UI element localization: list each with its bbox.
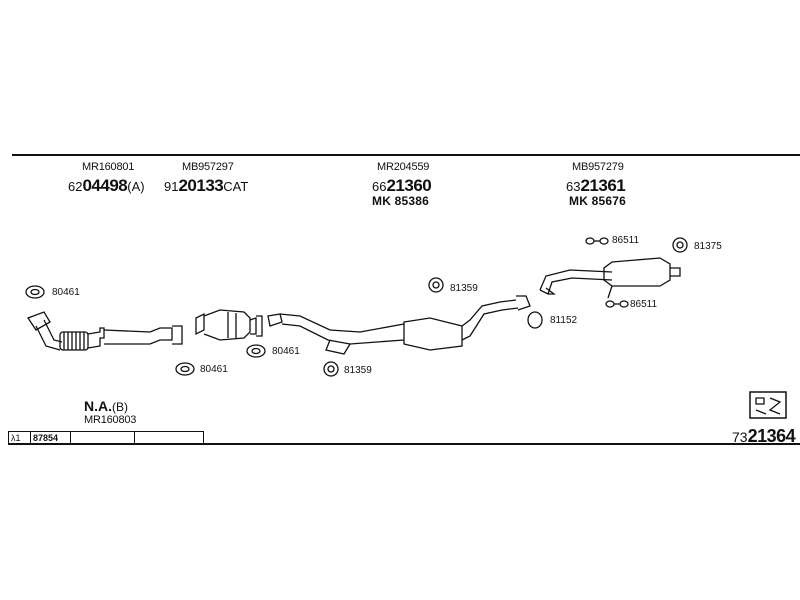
- label-81375: 81375: [694, 241, 722, 252]
- gasket-80461-middle-icon: [246, 344, 266, 358]
- label-80461-lower: 80461: [200, 364, 228, 375]
- part-mk-3: MK 85386: [372, 194, 429, 208]
- catalog-logo-icon: [749, 391, 787, 419]
- bottom-divider-line: [8, 443, 800, 445]
- hanger-81152-icon: [527, 311, 543, 329]
- part-ref-4: MB957279: [572, 161, 624, 173]
- label-81359-upper: 81359: [450, 283, 478, 294]
- label-80461-middle: 80461: [272, 346, 300, 357]
- rear-muffler-icon: [539, 257, 681, 299]
- hanger-86511-top-icon: [585, 237, 609, 245]
- set-code: 7321364: [732, 426, 796, 446]
- label-86511-bottom: 86511: [630, 299, 658, 310]
- part-ref-3: MR204559: [377, 161, 430, 173]
- part-mk-4: MK 85676: [569, 194, 626, 208]
- gasket-80461-lower-icon: [175, 362, 195, 376]
- label-80461-left: 80461: [52, 287, 80, 298]
- table-cell-code: 87854: [31, 432, 71, 444]
- part-number-3: 6621360: [372, 176, 432, 195]
- na-ref: MR160803: [84, 414, 137, 426]
- hanger-81359-lower-icon: [323, 361, 339, 377]
- hanger-81375-icon: [672, 237, 688, 253]
- info-table: λ1 87854: [8, 431, 204, 445]
- center-pipe-muffler-icon: [267, 295, 531, 355]
- front-pipe-icon: [27, 311, 183, 351]
- table-cell-empty-2: [135, 432, 201, 444]
- label-86511-top: 86511: [612, 235, 640, 246]
- part-number-1: 6204498(A): [68, 176, 145, 195]
- catalytic-converter-icon: [195, 309, 263, 341]
- hanger-81359-upper-icon: [428, 277, 444, 293]
- part-number-4: 6321361: [566, 176, 626, 195]
- label-81152: 81152: [550, 315, 578, 326]
- top-divider-line: [12, 154, 800, 156]
- label-81359-lower: 81359: [344, 365, 372, 376]
- table-cell-lambda: λ1: [9, 432, 31, 444]
- part-ref-1: MR160801: [82, 161, 135, 173]
- part-ref-2: MB957297: [182, 161, 234, 173]
- gasket-80461-left-icon: [25, 285, 45, 299]
- hanger-86511-bottom-icon: [605, 300, 629, 308]
- table-cell-empty-1: [71, 432, 135, 444]
- na-title: N.A.(B): [84, 398, 128, 414]
- part-number-2: 9120133CAT: [164, 176, 249, 195]
